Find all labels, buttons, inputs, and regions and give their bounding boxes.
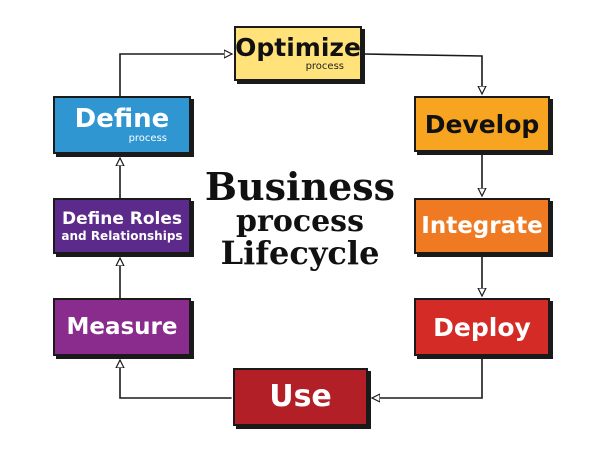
step-optimize-sublabel: process [305,61,344,72]
step-develop-label: Develop [424,109,540,139]
step-integrate-label: Integrate [421,212,543,239]
step-define-roles: Define Roles and Relationships [53,198,191,254]
step-use: Use [233,368,368,426]
step-measure: Measure [53,298,191,356]
step-develop: Develop [414,96,550,152]
connector-define-optimize [119,54,231,97]
connector-optimize-develop [363,53,482,93]
center-title-line1: Business [204,164,396,209]
step-integrate: Integrate [414,198,550,254]
step-define-sublabel: process [128,133,167,144]
step-define-roles-label: Define Roles [61,208,183,229]
connector-use-measure [120,361,232,399]
center-title: Business process Lifecycle [190,164,410,273]
step-measure-label: Measure [66,313,178,340]
step-use-label: Use [269,379,332,414]
step-optimize: Optimize process [234,26,362,81]
center-title-line3: Lifecycle [220,234,380,273]
step-deploy: Deploy [414,298,550,356]
step-optimize-label: Optimize [235,33,361,62]
step-deploy-label: Deploy [433,312,531,342]
step-define-label: Define [74,104,170,134]
step-define-roles-sublabel: and Relationships [61,228,183,243]
step-define: Define process [53,96,191,154]
connector-deploy-use [373,358,483,398]
center-title-line2: process [236,203,364,239]
